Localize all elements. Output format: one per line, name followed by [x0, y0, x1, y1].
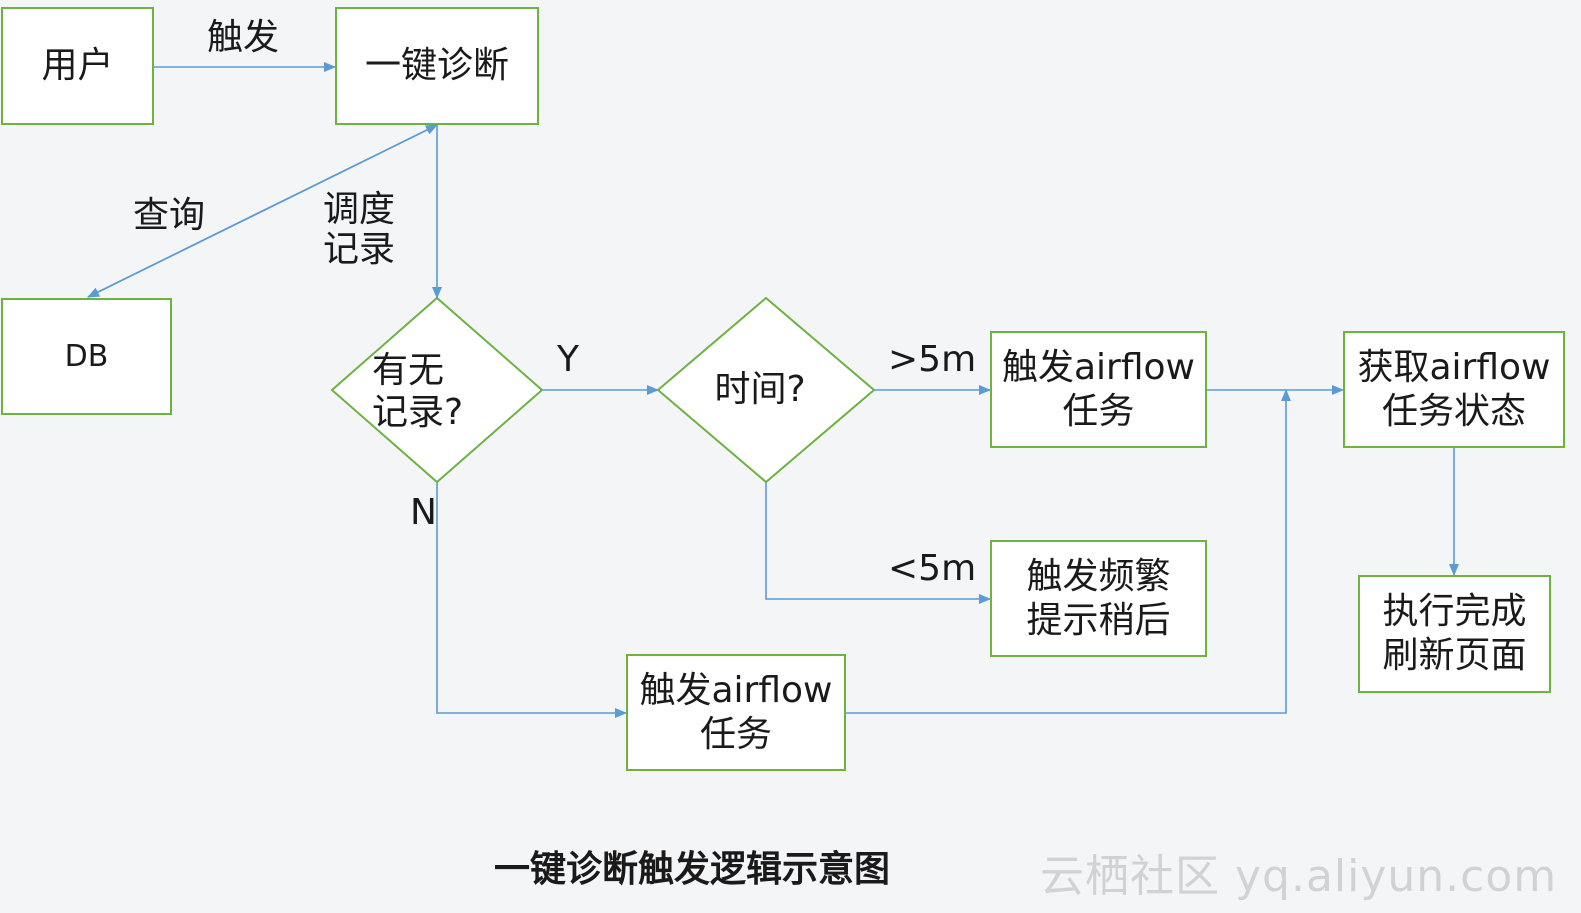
node-frequent-hint: 触发频繁 提示稍后 [990, 540, 1207, 657]
node-trigger-airflow-bottom: 触发airflow 任务 [626, 654, 846, 771]
decision-has-record-label: 有无 记录? [372, 350, 464, 433]
edge-label-yes: Y [557, 339, 579, 380]
node-trigger-airflow-top: 触发airflow 任务 [990, 331, 1207, 448]
edge-label-lt5m: <5m [888, 548, 977, 589]
edge-label-gt5m: >5m [888, 339, 977, 380]
edge-label-schedule-record: 调度 记录 [323, 189, 396, 270]
decision-time-label: 时间? [714, 369, 806, 410]
arrow-no-to-trigger-bottom [436, 482, 627, 718]
arrow-trigger-bottom-to-merge [846, 389, 1291, 714]
edge-label-trigger: 触发 [207, 17, 280, 58]
node-user: 用户 [1, 7, 154, 125]
arrow-db-to-diagnose [87, 124, 438, 298]
diagram-caption: 一键诊断触发逻辑示意图 [494, 849, 891, 890]
edge-label-no: N [410, 492, 437, 533]
arrow-lt5-to-frequent [765, 482, 991, 604]
node-done-refresh: 执行完成 刷新页面 [1358, 575, 1551, 693]
node-db: DB [1, 298, 172, 415]
edge-label-query: 查询 [133, 195, 206, 236]
node-one-click-diagnose: 一键诊断 [335, 7, 539, 125]
node-get-airflow-status: 获取airflow 任务状态 [1343, 331, 1565, 448]
watermark: 云栖社区 yq.aliyun.com [1040, 851, 1558, 902]
